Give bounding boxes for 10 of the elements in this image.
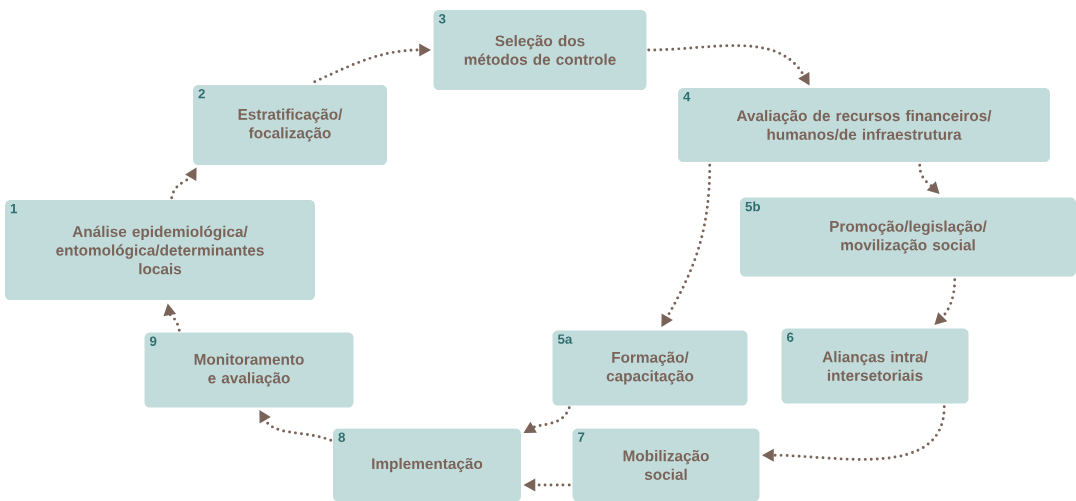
step-number: 9 (149, 336, 157, 346)
step-number: 7 (578, 432, 585, 442)
step-number: 5a (557, 334, 573, 344)
step-number: 8 (338, 432, 345, 442)
step-number: 5b (745, 201, 761, 212)
step-number: 4 (683, 92, 691, 102)
step-number: 3 (438, 14, 446, 24)
step-number: 6 (787, 332, 794, 342)
step-number: 2 (198, 89, 205, 99)
step-number: 1 (10, 204, 18, 214)
